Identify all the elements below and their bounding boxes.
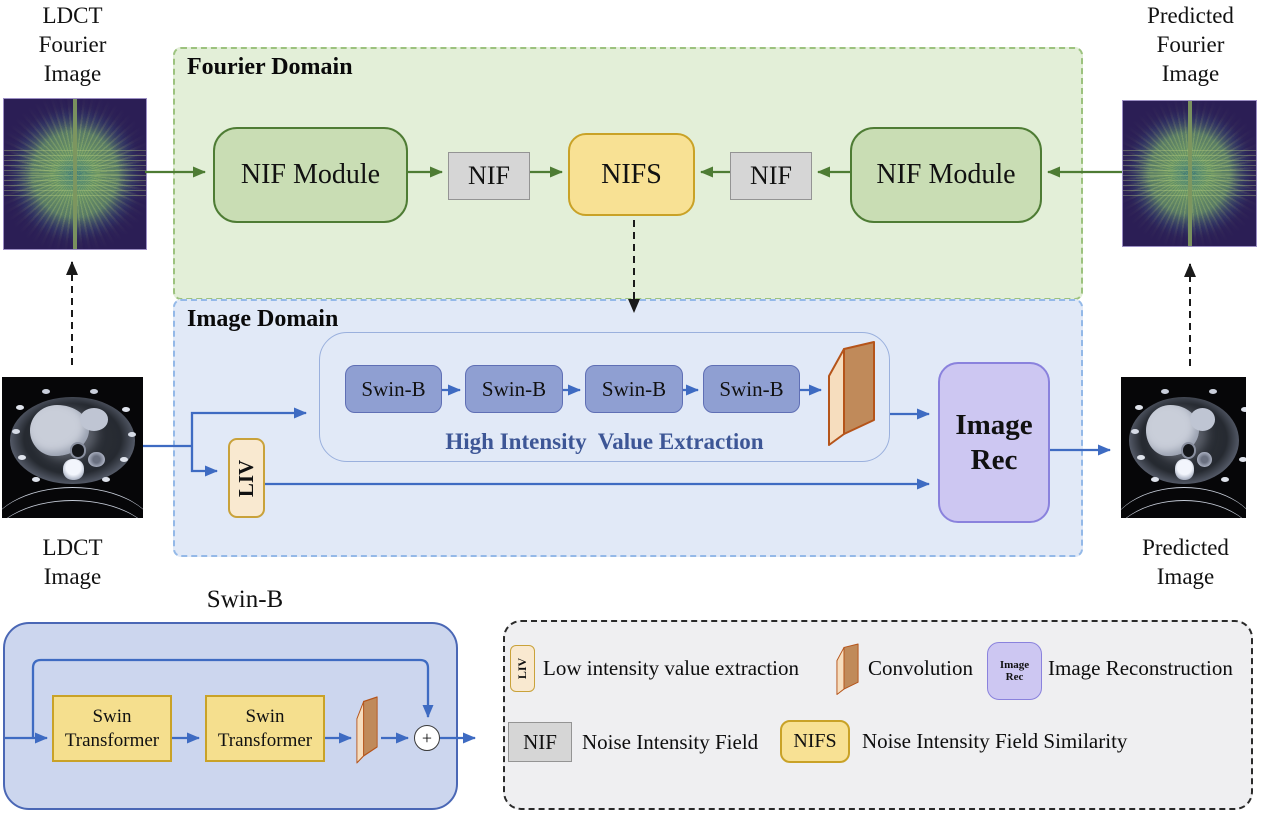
ct-airway-shape xyxy=(69,441,87,459)
liv-label: LIV xyxy=(234,459,259,497)
image-rec-box: Image Rec xyxy=(938,362,1050,523)
swin-b-block-4: Swin-B xyxy=(703,365,800,413)
legend-label-nifs: Noise Intensity Field Similarity xyxy=(862,729,1128,753)
image-rec-line2: Rec xyxy=(970,443,1018,476)
liv-box: LIV xyxy=(228,438,265,518)
legend-nif-icon: NIF xyxy=(508,722,572,762)
legend-nifs-icon: NIFS xyxy=(780,720,850,763)
ct-table-arc xyxy=(1121,486,1246,518)
ldct-ct-image xyxy=(2,377,143,518)
ct-lobe-shape xyxy=(79,408,108,431)
image-domain-box: Image Domain xyxy=(173,299,1083,557)
ct-lobe-shape xyxy=(1189,408,1215,431)
swin-b-detail-title: Swin-B xyxy=(206,586,284,613)
swin-b-block-1: Swin-B xyxy=(345,365,442,413)
legend-label-image-rec: Image Reconstruction xyxy=(1048,656,1233,680)
ct-table-arc xyxy=(1121,499,1246,518)
image-domain-title: Image Domain xyxy=(187,306,339,332)
nif-left-box: NIF xyxy=(448,152,530,200)
ct-spine-shape xyxy=(1174,458,1194,480)
ldct-fourier-label: LDCT Fourier Image xyxy=(38,3,107,86)
image-rec-line1: Image xyxy=(955,408,1033,441)
high-intensity-extraction-box xyxy=(319,332,890,462)
predicted-fourier-label: Predicted Fourier Image xyxy=(1147,3,1234,86)
residual-add-circle: + xyxy=(414,725,440,751)
swin-b-block-3: Swin-B xyxy=(585,365,683,413)
swin-transformer-box-2: Swin Transformer xyxy=(205,695,325,762)
legend-liv-icon: LIV xyxy=(510,645,535,692)
ldct-fourier-image xyxy=(3,98,147,250)
ct-table-arc xyxy=(2,499,143,518)
ct-spot-shape xyxy=(1197,451,1213,468)
nif-module-right-box: NIF Module xyxy=(850,127,1042,223)
high-intensity-extraction-caption: High Intensity Value Extraction xyxy=(445,429,764,454)
ct-table-arc xyxy=(2,486,143,518)
legend-box xyxy=(503,620,1253,810)
predicted-image-label: Predicted Image xyxy=(1142,535,1229,589)
ct-ribs-shape xyxy=(1121,377,1129,382)
swin-transformer-box-1: Swin Transformer xyxy=(52,695,172,762)
legend-label-convolution: Convolution xyxy=(868,656,974,680)
ct-ribs-shape xyxy=(2,377,10,382)
fourier-domain-title: Fourier Domain xyxy=(187,54,353,80)
ct-airway-shape xyxy=(1181,441,1197,459)
predicted-fourier-image xyxy=(1122,100,1257,247)
legend-label-nif: Noise Intensity Field xyxy=(582,729,759,754)
ct-spine-shape xyxy=(62,458,84,480)
nif-module-left-box: NIF Module xyxy=(213,127,408,223)
legend-image-rec-icon: Image Rec xyxy=(987,642,1042,700)
ldct-image-label: LDCT Image xyxy=(42,535,103,589)
ct-spot-shape xyxy=(88,451,105,468)
predicted-ct-image xyxy=(1121,377,1246,518)
nifs-box: NIFS xyxy=(568,133,695,216)
legend-label-liv: Low intensity value extraction xyxy=(543,656,800,680)
swin-b-block-2: Swin-B xyxy=(465,365,563,413)
nif-right-box: NIF xyxy=(730,152,812,200)
